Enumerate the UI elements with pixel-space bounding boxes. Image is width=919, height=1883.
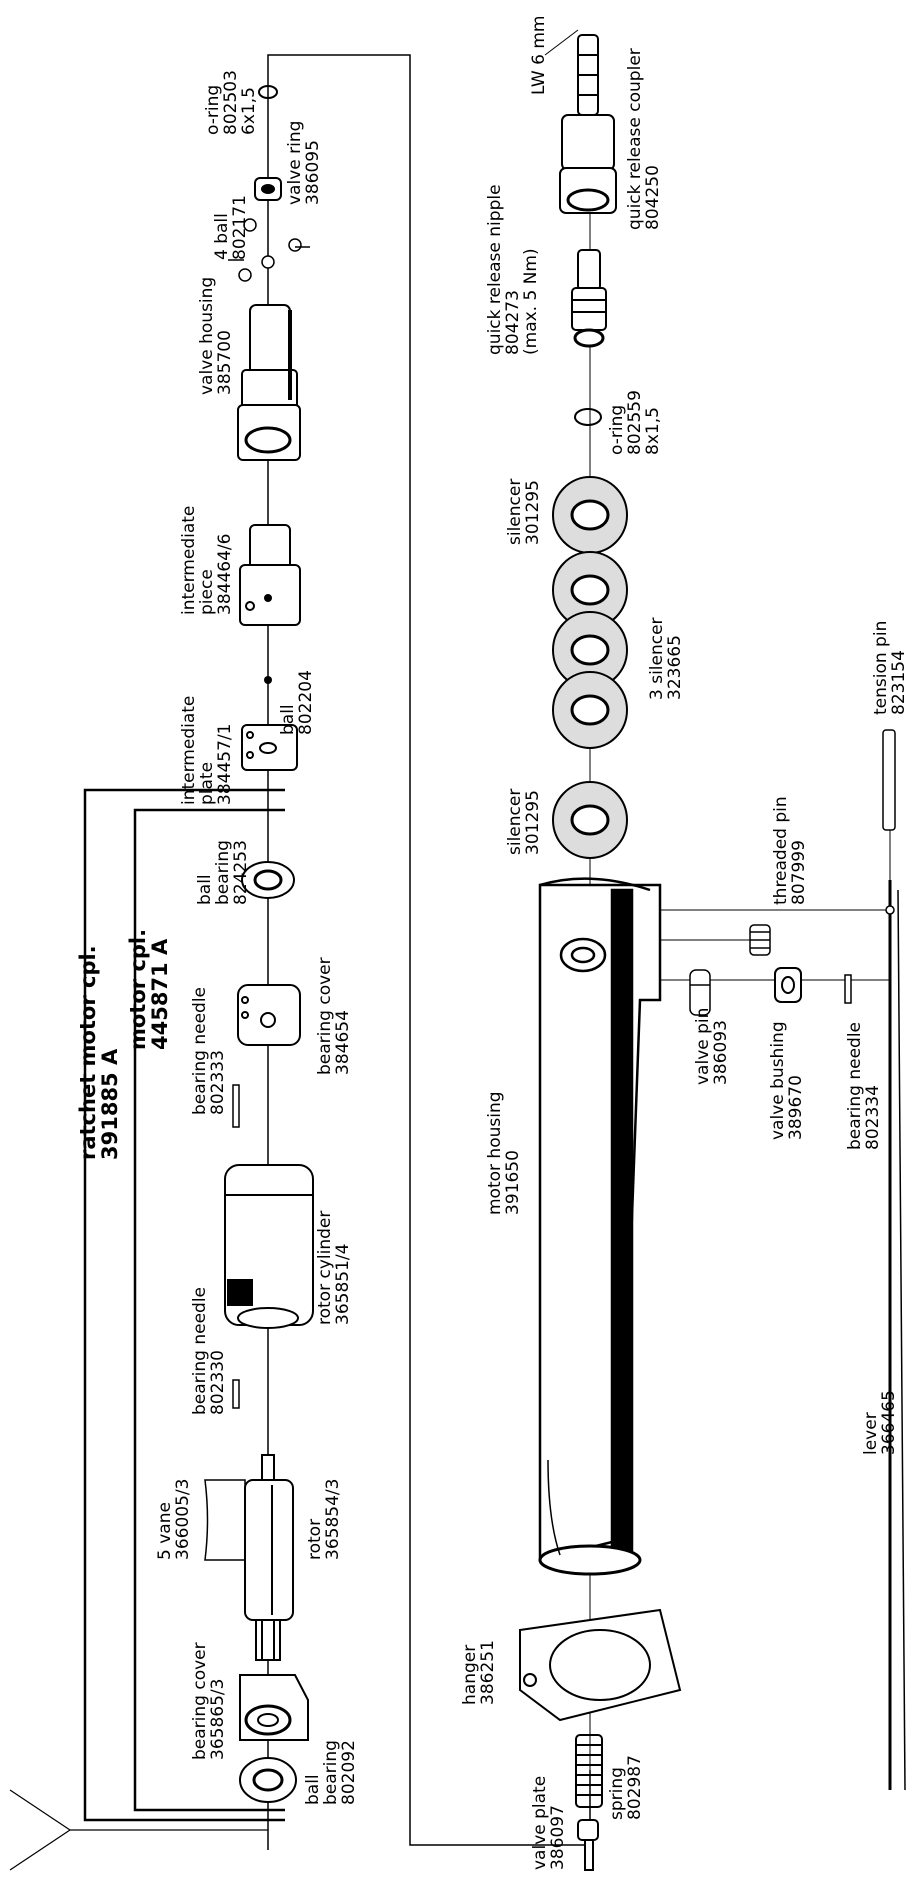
label-valve-ring: valve ring 386095 [285, 115, 323, 205]
label-ball-1: ball 802204 [278, 670, 316, 735]
valve-bushing-part [774, 967, 802, 1003]
label-vane: 5 vane 366005/3 [155, 1479, 193, 1560]
threaded-pin-part [749, 924, 771, 956]
label-threaded-pin: threaded pin 807999 [771, 791, 809, 905]
valve-ring-part [254, 177, 282, 201]
bearing-cover-top-part [237, 984, 301, 1046]
label-motor-housing: motor housing 391650 [485, 1086, 523, 1215]
ball-1-part [264, 676, 272, 684]
label-bearing-cover-top: bearing cover 384654 [315, 952, 353, 1075]
label-silencer-3: 3 silencer 323665 [647, 612, 685, 700]
label-spring: spring 802987 [607, 1755, 645, 1820]
label-valve-housing: valve housing 385700 [197, 271, 235, 395]
valve-plate-part [577, 1819, 599, 1871]
label-quick-nipple: quick release nipple 804273 (max. 5 Nm) [485, 179, 541, 355]
bearing-needle-a-part [232, 1084, 240, 1128]
intermediate-plate-part [241, 724, 298, 771]
label-tension-pin: tension pin 823154 [871, 615, 909, 715]
label-bearing-cover-bottom: bearing cover 365865/3 [190, 1637, 228, 1760]
label-silencer-bottom: silencer 301295 [505, 783, 543, 855]
ball-4-part [228, 218, 310, 282]
silencer-top-part [552, 476, 628, 554]
rotor-part [244, 1454, 294, 1661]
ball-bearing-bottom-part [239, 1757, 297, 1803]
rotor-cylinder-part [224, 1164, 314, 1329]
label-valve-bushing: valve bushing 389670 [768, 1016, 806, 1140]
intermediate-piece-part [239, 524, 301, 626]
hanger-part [519, 1608, 682, 1722]
label-o-ring-top: o-ring 802503 6x1,5 [203, 65, 259, 135]
quick-release-nipple-part [571, 249, 607, 348]
silencer-3-part [552, 551, 628, 749]
lever-part [885, 880, 906, 1791]
assembly-brackets [83, 788, 285, 1822]
label-ball-bearing-bottom: ball bearing 802092 [303, 1735, 359, 1805]
label-lw: LW 6 mm [529, 16, 549, 95]
label-rotor: rotor 365854/3 [305, 1479, 343, 1560]
label-bearing-needle-b: bearing needle 802330 [190, 1282, 228, 1415]
o-ring-top-part [258, 85, 278, 99]
bearing-needle-b-part [232, 1379, 240, 1409]
label-valve-plate: valve plate 386097 [530, 1770, 568, 1870]
valve-pin-part [689, 969, 711, 1016]
bearing-cover-bottom-part [239, 1674, 309, 1741]
valve-housing-part [237, 304, 301, 461]
label-bearing-needle-c: bearing needle 802334 [845, 1017, 883, 1150]
motor-housing-part [538, 877, 662, 1576]
label-rotor-cylinder: rotor cylinder 365851/4 [315, 1205, 353, 1325]
label-silencer-top: silencer 301295 [505, 473, 543, 545]
label-motor-assembly: motor cpl. 445871 A [126, 922, 172, 1050]
quick-release-coupler-part [544, 29, 617, 214]
silencer-bottom-part [552, 781, 628, 859]
label-quick-coupler: quick release coupler 804250 [625, 43, 663, 230]
label-hanger: hanger 386251 [460, 1639, 498, 1705]
label-ball-bearing-top: ball bearing 824253 [195, 835, 251, 905]
tension-pin-part [882, 729, 896, 831]
label-o-ring-mid: o-ring 802559 8x1,5 [607, 385, 663, 455]
spring-part [575, 1734, 603, 1808]
label-ball-4: 4 ball 802171 [212, 195, 250, 260]
ball-bearing-top-part [241, 861, 295, 899]
label-intermediate-piece: intermediate piece 384464/6 [179, 500, 235, 615]
o-ring-mid-part [574, 408, 602, 426]
label-valve-pin: valve pin 386093 [693, 1002, 731, 1085]
label-intermediate-plate: intermediate plate 384457/1 [179, 690, 235, 805]
label-ratchet-motor-assembly: ratchet motor cpl. 391885 A [76, 938, 122, 1160]
label-lever: lever 366465 [861, 1390, 899, 1455]
label-bearing-needle-a: bearing needle 802333 [190, 982, 228, 1115]
bearing-needle-c-part [844, 974, 852, 1004]
vane-part [204, 1479, 246, 1561]
